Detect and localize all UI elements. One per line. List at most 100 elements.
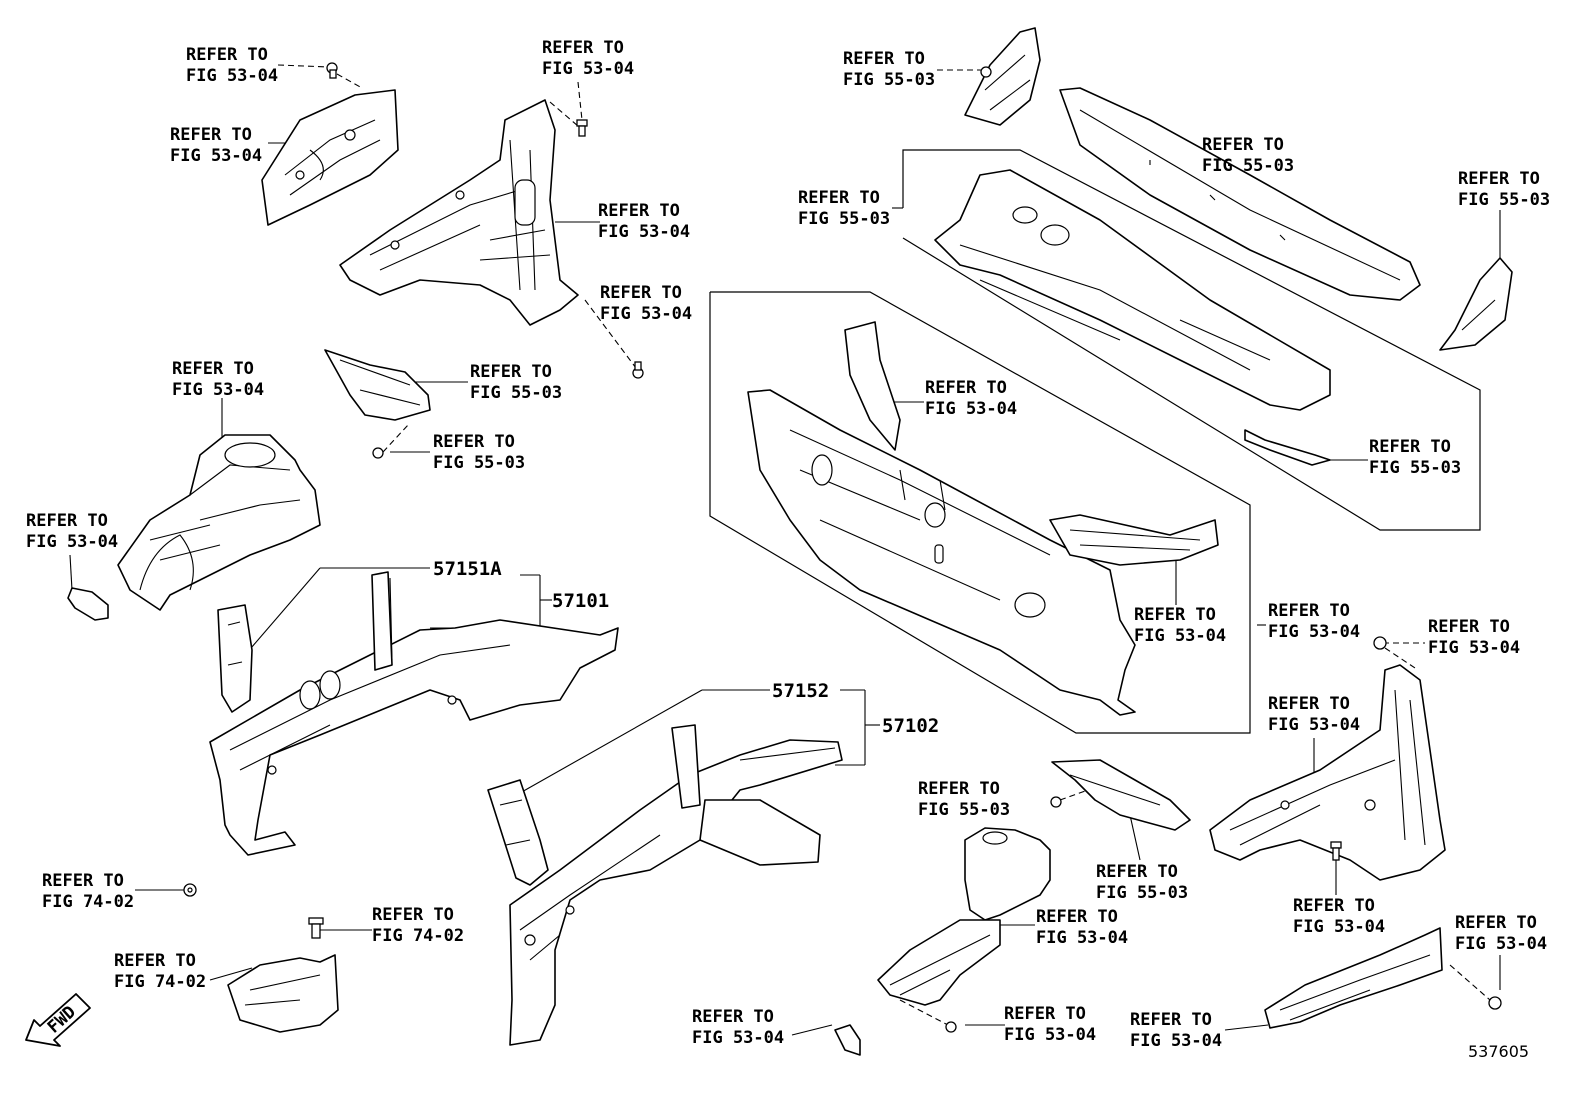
svg-text:FIG 53-04: FIG 53-04	[170, 146, 262, 166]
svg-text:FIG 53-04: FIG 53-04	[172, 380, 264, 400]
svg-text:FIG 53-04: FIG 53-04	[1268, 622, 1360, 642]
svg-text:REFER TO: REFER TO	[1458, 169, 1540, 189]
forward-arrow-icon: FWD	[25, 993, 91, 1047]
svg-text:FIG 74-02: FIG 74-02	[114, 972, 206, 992]
suspension-tower-part	[117, 434, 321, 611]
svg-text:REFER TO: REFER TO	[114, 951, 196, 971]
svg-text:REFER TO: REFER TO	[598, 201, 680, 221]
upper-apron-panel-part	[339, 99, 579, 326]
svg-text:FIG 53-04: FIG 53-04	[26, 532, 118, 552]
svg-text:FIG 55-03: FIG 55-03	[843, 70, 935, 90]
svg-text:FIG 55-03: FIG 55-03	[1096, 883, 1188, 903]
front-side-member-right-part	[509, 724, 843, 1046]
cowl-strip-part	[1244, 429, 1331, 466]
diagram-code: 537605	[1468, 1042, 1529, 1061]
part-number-57152: 57152	[772, 680, 829, 702]
svg-text:FIG 53-04: FIG 53-04	[600, 304, 692, 324]
lower-left-bracket-part	[227, 954, 339, 1033]
svg-text:FIG 53-04: FIG 53-04	[1004, 1025, 1096, 1045]
small-clip-part	[834, 1024, 861, 1056]
bolt-icon	[945, 1021, 957, 1033]
svg-text:FIG 53-04: FIG 53-04	[1268, 715, 1360, 735]
svg-text:REFER TO: REFER TO	[1130, 1010, 1212, 1030]
svg-text:REFER TO: REFER TO	[186, 45, 268, 65]
bolt-icon	[1488, 996, 1502, 1010]
svg-text:REFER TO: REFER TO	[843, 49, 925, 69]
svg-text:REFER TO: REFER TO	[1268, 601, 1350, 621]
bolt-icon	[372, 447, 384, 459]
svg-text:REFER TO: REFER TO	[1268, 694, 1350, 714]
svg-text:FIG 53-04: FIG 53-04	[1455, 934, 1547, 954]
svg-text:FIG 74-02: FIG 74-02	[42, 892, 134, 912]
svg-text:FIG 53-04: FIG 53-04	[542, 59, 634, 79]
bracket-57152-part	[487, 779, 549, 886]
bolt-icon	[980, 66, 992, 78]
svg-text:FIG 55-03: FIG 55-03	[1202, 156, 1294, 176]
small-bracket-part	[324, 349, 431, 421]
svg-text:REFER TO: REFER TO	[1293, 896, 1375, 916]
part-number-57151a: 57151A	[433, 558, 502, 580]
part-number-57101: 57101	[552, 590, 609, 612]
fasteners	[183, 62, 1502, 1033]
svg-text:REFER TO: REFER TO	[1036, 907, 1118, 927]
front-side-member-left-part	[209, 571, 619, 856]
svg-text:REFER TO: REFER TO	[798, 188, 880, 208]
cowl-side-bracket-right-part	[1439, 257, 1513, 351]
svg-text:REFER TO: REFER TO	[170, 125, 252, 145]
svg-text:REFER TO: REFER TO	[1428, 617, 1510, 637]
bracket-57151a-part	[217, 604, 253, 713]
svg-text:REFER TO: REFER TO	[172, 359, 254, 379]
svg-text:FIG 53-04: FIG 53-04	[598, 222, 690, 242]
svg-text:REFER TO: REFER TO	[918, 779, 1000, 799]
svg-text:FIG 55-03: FIG 55-03	[470, 383, 562, 403]
svg-text:FIG 53-04: FIG 53-04	[1293, 917, 1385, 937]
dash-upper-bracket-part	[844, 321, 901, 451]
svg-text:FIG 53-04: FIG 53-04	[1036, 928, 1128, 948]
svg-text:REFER TO: REFER TO	[433, 432, 515, 452]
svg-text:REFER TO: REFER TO	[1202, 135, 1284, 155]
parts	[67, 27, 1513, 1056]
leader-lines	[69, 64, 1501, 1036]
l-bracket-part	[67, 587, 109, 621]
svg-text:REFER TO: REFER TO	[600, 283, 682, 303]
svg-text:REFER TO: REFER TO	[1004, 1004, 1086, 1024]
right-suspension-tower-part	[877, 827, 1051, 1006]
svg-text:REFER TO: REFER TO	[692, 1007, 774, 1027]
svg-text:FIG 74-02: FIG 74-02	[372, 926, 464, 946]
svg-text:FIG 53-04: FIG 53-04	[186, 66, 278, 86]
apron-reinforcement-part	[261, 89, 399, 226]
svg-text:FIG 55-03: FIG 55-03	[1369, 458, 1461, 478]
bolt-icon	[326, 62, 338, 79]
nut-icon	[183, 883, 197, 897]
dash-panel-part	[747, 389, 1136, 716]
cowl-side-bracket-top-part	[964, 27, 1041, 126]
bolt-icon	[632, 361, 644, 379]
svg-text:REFER TO: REFER TO	[925, 378, 1007, 398]
bolt-icon	[1373, 636, 1387, 650]
svg-text:REFER TO: REFER TO	[1134, 605, 1216, 625]
svg-text:REFER TO: REFER TO	[542, 38, 624, 58]
group-boxes	[709, 149, 1481, 734]
